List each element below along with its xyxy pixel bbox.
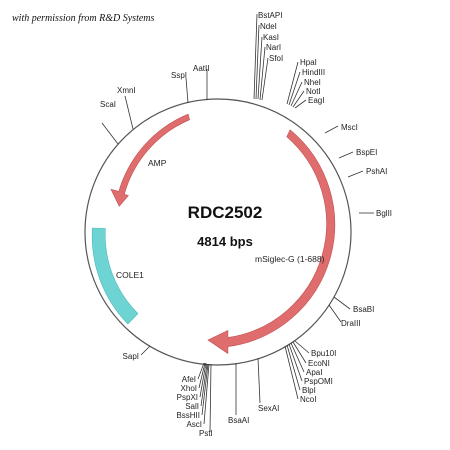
site-bpu10i: Bpu10I <box>311 349 336 358</box>
site-tick-asci <box>203 363 210 425</box>
site-sexai: SexAI <box>258 404 279 413</box>
site-tick-scai <box>101 122 119 145</box>
site-tick-nhei <box>290 81 303 107</box>
site-hpai: HpaI <box>300 58 317 67</box>
site-tick-psppomi <box>288 343 303 382</box>
site-tick-bspei <box>338 151 354 159</box>
site-asci: AscI <box>186 420 202 429</box>
site-msci: MscI <box>341 123 358 132</box>
site-tick-noti <box>292 90 305 108</box>
permission-note: with permission from R&D Systems <box>12 13 155 24</box>
site-group-upper-right <box>286 61 307 109</box>
site-draiii: DraIII <box>341 319 361 328</box>
site-pspxi: PspXI <box>177 393 198 402</box>
site-tick-pshai <box>347 170 364 178</box>
site-econi: EcoNI <box>308 359 330 368</box>
site-tick-apai <box>290 342 305 373</box>
site-tick-draiii <box>328 304 342 323</box>
site-eagi: EagI <box>308 96 324 105</box>
amp-feature <box>110 113 190 207</box>
site-ncoi: NcoI <box>300 395 316 404</box>
site-tick-sspi <box>185 77 189 104</box>
site-group-lower-right <box>284 340 310 400</box>
site-bsshii: BssHII <box>176 411 200 420</box>
site-sali: SalI <box>185 402 199 411</box>
site-sspi: SspI <box>171 71 187 80</box>
site-tick-bstapi <box>253 13 258 100</box>
site-tick-xmni <box>124 95 134 130</box>
site-hindiii: HindIII <box>302 68 325 77</box>
site-scai: ScaI <box>100 100 116 109</box>
site-tick-nari <box>259 46 266 101</box>
site-tick-ncoi <box>284 345 299 400</box>
site-xhoi: XhoI <box>181 384 197 393</box>
amp-label: AMP <box>148 158 167 168</box>
site-kasi: KasI <box>263 33 279 42</box>
site-nhei: NheI <box>304 78 321 87</box>
site-tick-sexai <box>257 357 261 404</box>
site-nari: NarI <box>266 43 281 52</box>
site-tick-ndei <box>255 24 260 100</box>
site-tick-kasi <box>257 36 263 100</box>
site-psppomi: PspOMI <box>304 377 333 386</box>
site-xmni: XmnI <box>117 86 136 95</box>
site-tick-psti <box>209 363 212 433</box>
site-bglii: BglII <box>376 209 392 218</box>
site-tick-bsabi <box>333 296 351 310</box>
site-tick-blpi <box>286 344 301 391</box>
site-tick-econi <box>292 341 307 364</box>
site-bspei: BspEI <box>356 148 377 157</box>
site-apai: ApaI <box>306 368 322 377</box>
site-tick-xhoi <box>198 362 206 389</box>
msiglec-g-feature <box>207 129 336 355</box>
site-aatii: AatII <box>193 64 209 73</box>
site-bstapi: BstAPI <box>258 11 282 20</box>
site-sfoi: SfoI <box>269 54 283 63</box>
plasmid-backbone <box>84 98 352 366</box>
site-tick-bpu10i <box>294 340 310 354</box>
plasmid-size: 4814 bps <box>197 234 253 249</box>
site-sapi: SapI <box>123 352 139 361</box>
plasmid-name: RDC2502 <box>188 203 263 222</box>
site-tick-sfoi <box>261 57 269 101</box>
cole1-feature <box>91 227 139 325</box>
site-tick-msci <box>324 125 339 134</box>
site-bsaai: BsaAI <box>228 416 249 425</box>
site-tick-hpai <box>286 61 299 105</box>
cole1-label: COLE1 <box>116 270 144 280</box>
site-tick-afei <box>197 362 205 380</box>
site-tick-sapi <box>140 345 151 356</box>
site-psti: PstI <box>199 429 213 438</box>
site-tick-bsshii <box>201 363 209 416</box>
site-tick-eagi <box>294 99 307 109</box>
site-bsabi: BsaBI <box>353 305 374 314</box>
site-tick-sali <box>200 363 208 407</box>
msiglec-g-label: mSiglec-G (1-688) <box>255 254 325 264</box>
site-group-top <box>253 13 269 101</box>
site-group-lower-left <box>197 362 212 433</box>
site-pshai: PshAI <box>366 167 387 176</box>
site-tick-hindiii <box>288 71 301 106</box>
site-ndei: NdeI <box>260 22 277 31</box>
site-tick-pspxi <box>199 362 207 398</box>
site-afei: AfeI <box>182 375 196 384</box>
site-noti: NotI <box>306 87 321 96</box>
site-blpi: BlpI <box>302 386 316 395</box>
